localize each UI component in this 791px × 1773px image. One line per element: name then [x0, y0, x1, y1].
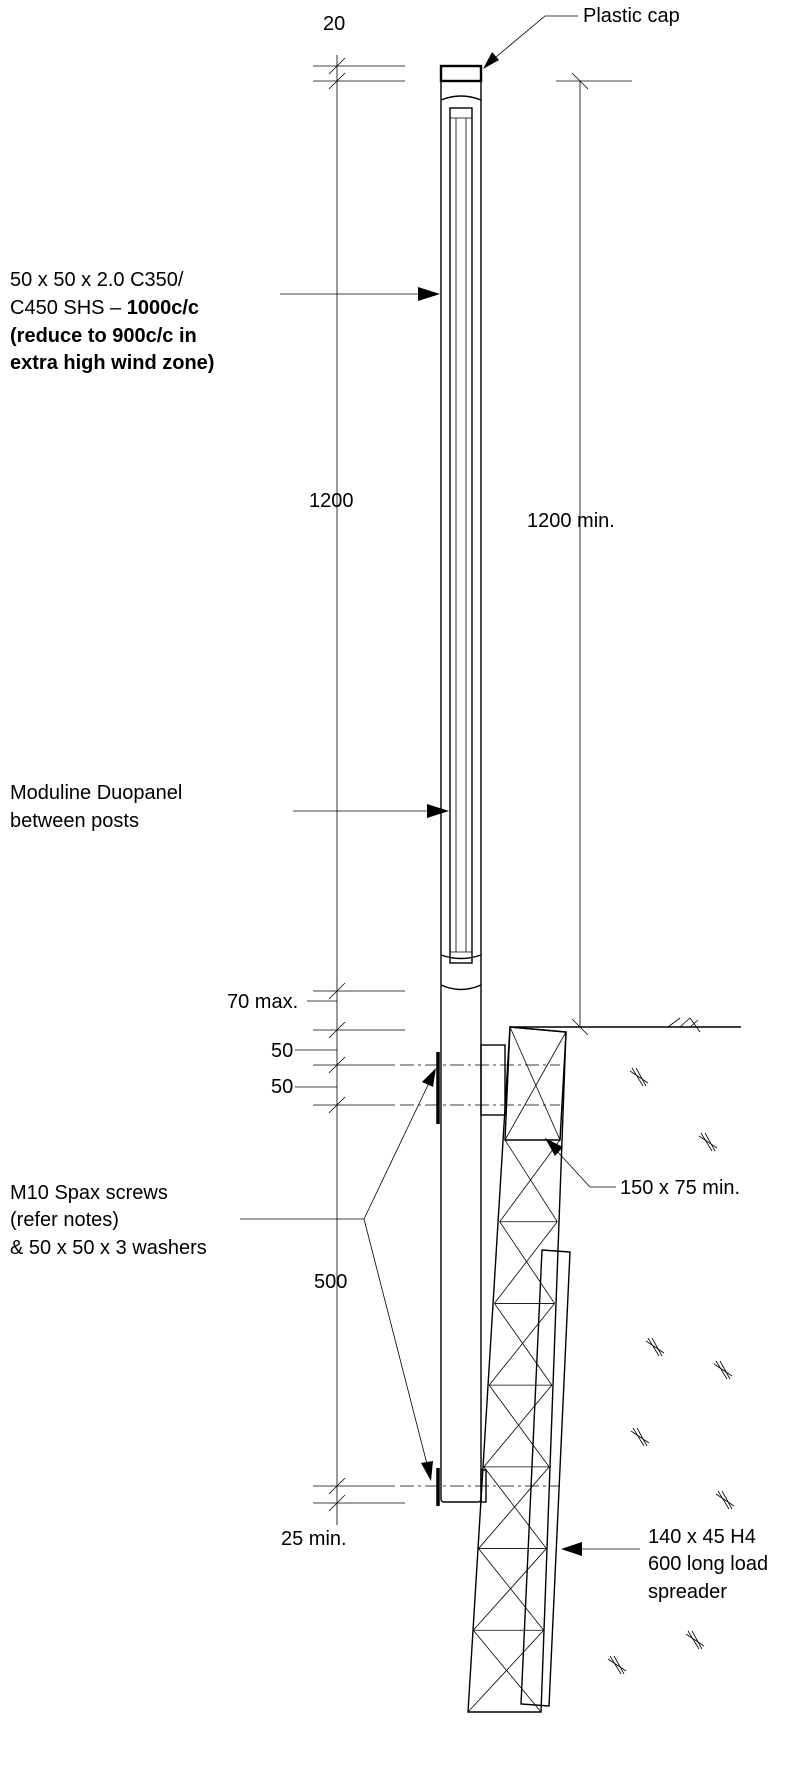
label-shs-2: C450 SHS – 1000c/c [10, 297, 199, 319]
pole-brace [467, 1630, 545, 1713]
soil-hatch [647, 1337, 660, 1357]
pole-brace [499, 1221, 555, 1304]
label-shs-4: extra high wind zone) [10, 352, 214, 374]
plastic-cap [439, 64, 483, 83]
dim-post-height: 1200 [309, 490, 354, 512]
dimension-tick [328, 72, 346, 90]
soil-hatch [609, 1655, 622, 1675]
dimension-tick [328, 1494, 346, 1512]
soil-hatch [713, 1363, 733, 1377]
dimension-tick [328, 982, 346, 1000]
soil-hatch [685, 1633, 705, 1647]
dimension-tick [328, 1056, 346, 1074]
right-dimension-line [556, 72, 632, 1036]
label-spreader-3: spreader [648, 1581, 727, 1603]
label-spreader-1: 140 x 45 H4 [648, 1526, 756, 1548]
pole-brace [472, 1548, 547, 1631]
pole-brace [478, 1466, 550, 1549]
duopanel [449, 107, 473, 964]
dimension-tick [328, 1021, 346, 1039]
annotation-text: Plastic cap 50 x 50 x 2.0 C350/ C450 SHS… [10, 5, 768, 1603]
soil-hatch [691, 1630, 703, 1650]
soil-hatch [636, 1427, 648, 1447]
soil-hatch [631, 1067, 644, 1087]
dim-screw-2: 50 [271, 1076, 293, 1098]
soil-hatching [607, 1067, 735, 1675]
soil-hatch [651, 1337, 663, 1357]
dimension-tick [328, 1477, 346, 1495]
label-shs-3: (reduce to 900c/c in [10, 325, 197, 347]
soil-hatch [687, 1630, 700, 1650]
label-spreader-2: 600 long load [648, 1553, 768, 1575]
pole-brace [494, 1221, 558, 1304]
soil-hatch [719, 1360, 731, 1380]
label-shs-1: 50 x 50 x 2.0 C350/ [10, 269, 184, 291]
pole-brace [488, 1384, 550, 1468]
soil-hatch [704, 1132, 716, 1152]
soil-hatch [613, 1655, 625, 1675]
soil-hatch [607, 1658, 627, 1672]
label-screws-3: & 50 x 50 x 3 washers [10, 1237, 207, 1259]
label-screws-2: (refer notes) [10, 1209, 119, 1231]
soil-hatch [715, 1360, 728, 1380]
label-panel-1: Moduline Duopanel [10, 782, 182, 804]
soil-hatch [630, 1430, 650, 1444]
soil-hatch [721, 1490, 733, 1510]
soil-hatch [629, 1070, 649, 1084]
soil-hatch [635, 1067, 647, 1087]
dimension-tick [328, 57, 346, 75]
load-spreader [520, 1249, 571, 1707]
label-screws-1: M10 Spax screws [10, 1182, 168, 1204]
soil-hatch [717, 1490, 730, 1510]
leaders [240, 15, 640, 1556]
pole-brace [483, 1384, 553, 1468]
ground-line [510, 1017, 741, 1033]
pole-brace [483, 1466, 547, 1549]
soil-hatch [700, 1132, 713, 1152]
label-plastic-cap: Plastic cap [583, 5, 680, 27]
label-panel-2: between posts [10, 810, 139, 832]
pole-brace [504, 1139, 558, 1222]
soil-hatch [632, 1427, 645, 1447]
pole-brace [499, 1139, 561, 1222]
pole-brace [488, 1303, 555, 1386]
label-timber: 150 x 75 min. [620, 1177, 740, 1199]
dim-cap: 20 [323, 13, 345, 35]
pole-brace [472, 1630, 542, 1713]
timber-pole [467, 1026, 567, 1713]
shs-post [439, 64, 483, 1503]
soil-hatch [645, 1340, 665, 1354]
soil-hatch [698, 1135, 718, 1149]
dim-bottom: 25 min. [281, 1528, 347, 1550]
dim-screw-1: 50 [271, 1040, 293, 1062]
soil-hatch [715, 1493, 735, 1507]
pole-brace [478, 1548, 545, 1631]
left-dimension-line [313, 55, 405, 1525]
dimension-tick [328, 1096, 346, 1114]
pole-brace [494, 1303, 553, 1386]
dim-gap-max: 70 max. [227, 991, 298, 1013]
dim-min-height: 1200 min. [527, 510, 615, 532]
dim-screw-spacing: 500 [314, 1271, 347, 1293]
